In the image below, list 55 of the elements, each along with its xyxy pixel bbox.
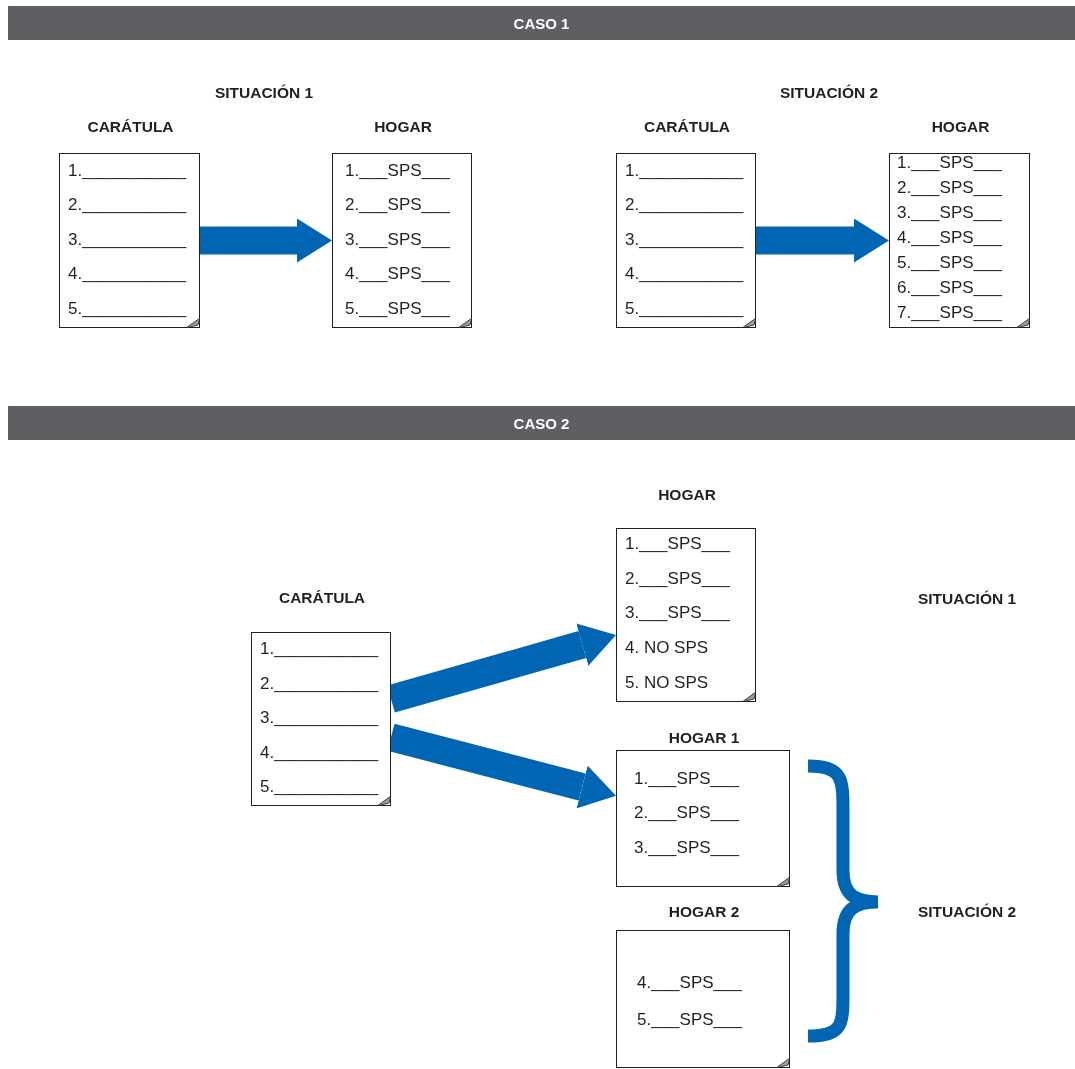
form-line: 3.___SPS___ [345,230,450,250]
form-line: 5.___________ [625,299,744,319]
block-arrow [200,218,332,263]
document-heading: HOGAR 2 [668,903,740,921]
document-heading: CARÁTULA [87,118,174,136]
form-line: 2.___________ [68,195,187,215]
section-header-bar [8,406,1075,440]
form-line: 3.___SPS___ [625,603,730,623]
form-line: 5.___SPS___ [637,1010,742,1030]
form-line: 5.___________ [260,777,379,797]
form-line: 2.___________ [625,195,744,215]
situation-label: SITUACIÓN 2 [779,84,879,102]
form-line: 2.___SPS___ [345,195,450,215]
form-line: 4.___________ [68,264,187,284]
form-line: 1.___SPS___ [625,534,730,554]
situation-label: SITUACIÓN 1 [214,84,314,102]
form-line: 2.___________ [260,674,379,694]
document-heading: HOGAR [658,486,716,504]
form-line: 3.___________ [260,708,379,728]
form-line: 1.___________ [260,639,379,659]
document-heading: HOGAR [374,118,432,136]
form-line: 1.___________ [68,161,187,181]
document-heading: HOGAR 1 [668,729,740,747]
form-line: 4.___________ [260,743,379,763]
form-line: 1.___SPS___ [345,161,450,181]
document-heading: CARÁTULA [278,589,366,607]
form-line: 1.___SPS___ [897,153,1002,173]
block-arrow [756,218,889,263]
form-line: 5.___SPS___ [897,253,1002,273]
section-title: CASO 1 [513,14,570,32]
form-line: 3.___________ [68,230,187,250]
form-line: 5.___________ [68,299,187,319]
form-line: 3.___SPS___ [897,203,1002,223]
situation-label: SITUACIÓN 2 [917,903,1017,921]
form-line: 4. NO SPS [625,638,709,658]
document-heading: CARÁTULA [643,118,731,136]
form-line: 4.___SPS___ [637,973,742,993]
form-line: 2.___SPS___ [897,178,1002,198]
section-header-bar [8,6,1075,40]
form-line: 6.___SPS___ [897,278,1002,298]
form-line: 3.___________ [625,230,744,250]
form-line: 5.___SPS___ [345,299,450,319]
form-line: 2.___SPS___ [634,803,739,823]
form-line: 4.___SPS___ [345,264,450,284]
section-title: CASO 2 [513,414,570,432]
form-line: 4.___________ [625,264,744,284]
form-line: 2.___SPS___ [625,569,730,589]
situation-label: SITUACIÓN 1 [917,590,1017,608]
form-line: 7.___SPS___ [897,303,1002,323]
form-line: 3.___SPS___ [634,838,739,858]
form-line: 1.___________ [625,161,744,181]
form-line: 4.___SPS___ [897,228,1002,248]
form-line: 5. NO SPS [625,673,709,693]
document-heading: HOGAR [931,118,990,136]
form-line: 1.___SPS___ [634,769,739,789]
